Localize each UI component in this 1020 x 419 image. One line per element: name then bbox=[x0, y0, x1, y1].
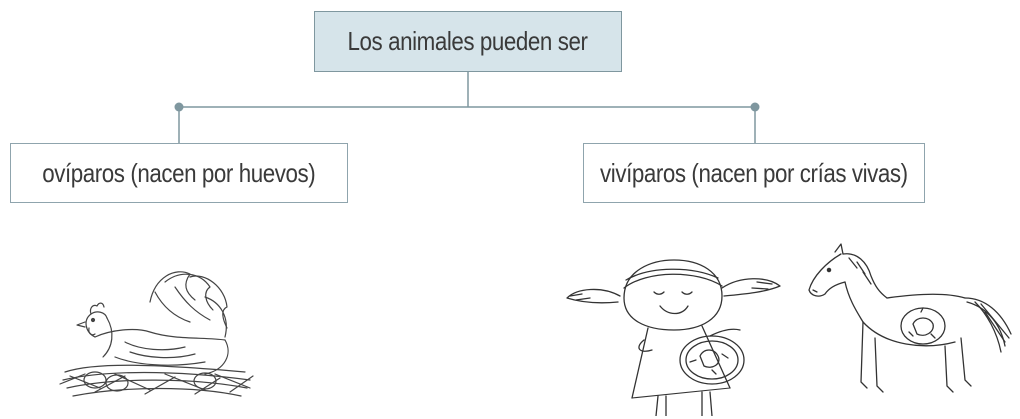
oviparous-node-label: ovíparos (nacen por huevos) bbox=[42, 157, 316, 188]
viviparous-node-label: vivíparos (nacen por crías vivas) bbox=[600, 157, 908, 188]
pregnant-girl-sketch bbox=[566, 259, 781, 416]
left-branch-dot bbox=[174, 102, 184, 112]
pregnant-horse-sketch bbox=[808, 243, 1012, 393]
right-branch-dot bbox=[750, 102, 760, 112]
viviparous-node: vivíparos (nacen por crías vivas) bbox=[583, 143, 925, 203]
root-node-label: Los animales pueden ser bbox=[348, 26, 588, 56]
hen-on-nest-sketch bbox=[59, 271, 254, 397]
oviparous-node: ovíparos (nacen por huevos) bbox=[10, 143, 348, 203]
root-node: Los animales pueden ser bbox=[314, 11, 622, 72]
